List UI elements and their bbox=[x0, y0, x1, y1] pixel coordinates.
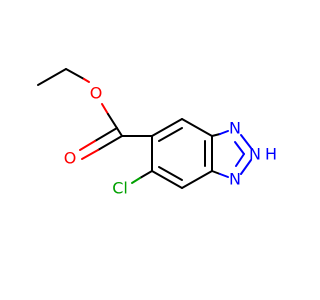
molecule-structure: O O Cl N N H N bbox=[37, 68, 277, 198]
bond-n1-n2 bbox=[240, 134, 252, 149]
bond-ring-cl bbox=[139, 170, 153, 179]
atom-n2-hydrogen: H bbox=[265, 145, 277, 164]
atom-o-ester: O bbox=[90, 84, 103, 103]
bond-c7a-n3-blue bbox=[219, 173, 229, 178]
atom-cl: Cl bbox=[112, 179, 128, 198]
atom-n1: N bbox=[229, 119, 241, 138]
bond-n1-n2-double bbox=[234, 141, 245, 155]
atom-n2: N bbox=[249, 145, 261, 164]
ring-double-1 bbox=[158, 127, 183, 142]
ring-bond-2 bbox=[181, 118, 213, 137]
bond-ring-cl-green bbox=[131, 177, 141, 184]
ring-double-3 bbox=[158, 166, 183, 181]
bond-c3a-n1-blue bbox=[219, 130, 229, 135]
ring-bond-4 bbox=[181, 170, 213, 189]
bond-o-carbonyl-c-red bbox=[101, 103, 109, 115]
bond-c3a-n1 bbox=[211, 133, 221, 137]
ring-bond-5 bbox=[151, 170, 183, 189]
molecule-canvas: O O Cl N N H N bbox=[37, 68, 278, 198]
bond-c7a-n3 bbox=[211, 170, 221, 175]
bond-n2-n3 bbox=[240, 159, 252, 175]
bond-ch2-o bbox=[65, 68, 85, 80]
bond-c-o-double-1 bbox=[97, 135, 123, 151]
bond-c-o-double-2 bbox=[94, 127, 118, 142]
bond-ch3-ch2 bbox=[37, 68, 67, 86]
bond-ch2-o-red bbox=[83, 78, 90, 83]
ring-bond-1 bbox=[151, 118, 183, 137]
bond-c-o-double-2-red bbox=[79, 140, 96, 151]
bond-n2-n3-double bbox=[235, 153, 245, 167]
bond-c-o-double-1-red bbox=[81, 149, 99, 160]
atom-o-carbonyl: O bbox=[64, 149, 77, 168]
atom-n3: N bbox=[229, 170, 241, 189]
bond-o-carbonyl-c bbox=[107, 113, 123, 137]
